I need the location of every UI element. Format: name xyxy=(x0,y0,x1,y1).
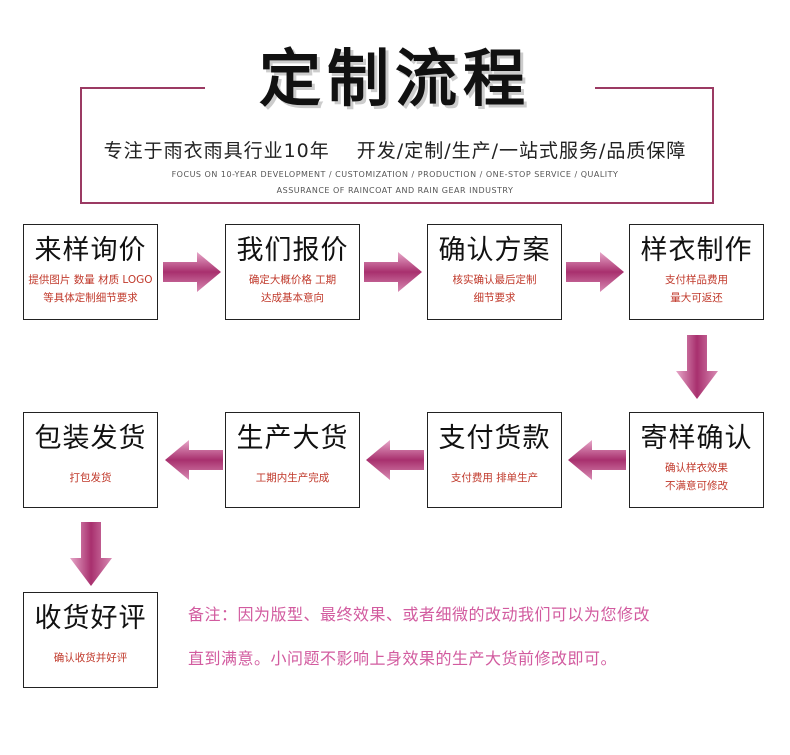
step-desc-line: 核实确认最后定制 xyxy=(452,274,537,286)
english-tagline-2: ASSURANCE OF RAINCOAT AND RAIN GEAR INDU… xyxy=(276,186,514,195)
step-title: 我们报价 xyxy=(236,235,349,266)
step-box-payment: 支付货款 支付费用 排单生产 xyxy=(427,412,562,508)
page-subtitle: 专注于雨衣雨具行业10年 开发/定制/生产/一站式服务/品质保障 xyxy=(103,140,687,162)
step-desc-line: 打包发货 xyxy=(69,472,112,484)
step-desc-line: 确认收货并好评 xyxy=(53,652,128,664)
step-desc: 提供图片 数量 材质 LOGO 等具体定制细节要求 xyxy=(28,271,153,307)
step-title: 生产大货 xyxy=(236,423,349,454)
step-desc-line: 等具体定制细节要求 xyxy=(43,292,138,304)
step-box-packing-shipping: 包装发货 打包发货 xyxy=(23,412,158,508)
arrow-left-icon xyxy=(165,440,223,480)
step-box-receipt-review: 收货好评 确认收货并好评 xyxy=(23,592,158,688)
step-desc-line: 确定大概价格 工期 xyxy=(248,274,337,286)
arrow-down-icon xyxy=(70,522,112,586)
step-desc-line: 量大可返还 xyxy=(670,292,723,304)
arrow-right-icon xyxy=(163,252,221,292)
step-desc: 确定大概价格 工期 达成基本意向 xyxy=(230,271,355,307)
step-box-confirm-plan: 确认方案 核实确认最后定制 细节要求 xyxy=(427,224,562,320)
step-title: 确认方案 xyxy=(438,235,551,266)
note-line-1: 备注：因为版型、最终效果、或者细微的改动我们可以为您修改 xyxy=(188,605,651,624)
step-desc: 支付费用 排单生产 xyxy=(432,469,557,487)
step-desc: 支付样品费用 量大可返还 xyxy=(634,271,759,307)
header-frame-gap xyxy=(205,80,595,96)
arrow-left-icon xyxy=(568,440,626,480)
step-desc-line: 达成基本意向 xyxy=(261,292,324,304)
step-desc-line: 支付样品费用 xyxy=(665,274,728,286)
arrow-right-icon xyxy=(566,252,624,292)
step-box-sample-confirm: 寄样确认 确认样衣效果 不满意可修改 xyxy=(629,412,764,508)
page-title: 定制流程 xyxy=(258,42,531,115)
step-desc: 确认收货并好评 xyxy=(28,649,153,667)
note-line-2: 直到满意。小问题不影响上身效果的生产大货前修改即可。 xyxy=(188,649,618,668)
step-desc: 工期内生产完成 xyxy=(230,469,355,487)
step-title: 来样询价 xyxy=(34,235,147,266)
step-box-quotation: 我们报价 确定大概价格 工期 达成基本意向 xyxy=(225,224,360,320)
step-title: 样衣制作 xyxy=(640,235,753,266)
arrow-left-icon xyxy=(366,440,424,480)
arrow-right-icon xyxy=(364,252,422,292)
english-tagline-1: FOCUS ON 10-YEAR DEVELOPMENT / CUSTOMIZA… xyxy=(171,170,619,179)
step-box-sample-making: 样衣制作 支付样品费用 量大可返还 xyxy=(629,224,764,320)
step-box-sample-inquiry: 来样询价 提供图片 数量 材质 LOGO 等具体定制细节要求 xyxy=(23,224,158,320)
step-desc-line: 工期内生产完成 xyxy=(255,472,330,484)
step-title: 收货好评 xyxy=(34,603,147,634)
step-box-mass-production: 生产大货 工期内生产完成 xyxy=(225,412,360,508)
step-desc-line: 支付费用 排单生产 xyxy=(450,472,539,484)
arrow-down-icon xyxy=(676,335,718,399)
step-desc: 打包发货 xyxy=(28,469,153,487)
step-desc: 确认样衣效果 不满意可修改 xyxy=(634,459,759,495)
step-title: 寄样确认 xyxy=(640,423,753,454)
step-desc-line: 提供图片 数量 材质 LOGO xyxy=(28,274,153,286)
step-desc-line: 确认样衣效果 xyxy=(665,462,728,474)
step-desc-line: 不满意可修改 xyxy=(665,480,728,492)
step-desc-line: 细节要求 xyxy=(473,292,516,304)
step-desc: 核实确认最后定制 细节要求 xyxy=(432,271,557,307)
step-title: 包装发货 xyxy=(34,423,147,454)
step-title: 支付货款 xyxy=(438,423,551,454)
